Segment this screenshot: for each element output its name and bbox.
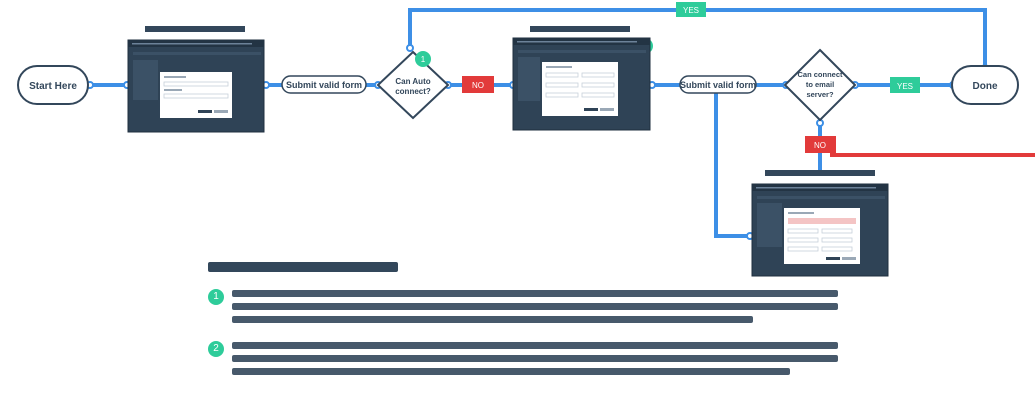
screen-3-caption-bar [765, 170, 875, 176]
decision-1: Can Auto connect? [376, 50, 450, 120]
decision-2-line-1: Can connect [797, 70, 843, 79]
decision-2-line-2: to email [806, 80, 834, 89]
legend-badge-2: 2 [208, 341, 224, 357]
label-yes-right: YES [890, 77, 920, 93]
step-badge-1-text: 1 [421, 55, 426, 64]
label-no-down-text: NO [814, 141, 826, 150]
done-node-label: Done [973, 81, 998, 92]
label-no-down: NO [805, 136, 836, 153]
legend-item: 1 [208, 287, 838, 329]
screen-3-modal [784, 208, 860, 264]
connector-yes-top-loop [408, 8, 987, 66]
screen-1-caption-bar [145, 26, 245, 32]
legend-badge-1: 1 [208, 289, 224, 305]
screen-thumbnail-2 [512, 26, 651, 131]
screen-2-caption-bar [530, 26, 630, 32]
legend-title-redacted [208, 262, 398, 272]
screen-3-error-banner [788, 218, 856, 224]
submit-pill-1: Submit valid form [281, 75, 367, 94]
screen-thumbnail-1 [127, 26, 265, 133]
label-yes-right-text: YES [897, 82, 913, 91]
submit-pill-2: Submit valid form [679, 75, 757, 94]
decision-2: Can connect to email server? [783, 48, 857, 122]
label-no-mid-text: NO [472, 81, 484, 90]
step-badge-1: 1 [415, 51, 431, 67]
submit-pill-1-label: Submit valid form [286, 80, 362, 90]
legend-item: 2 [208, 339, 838, 381]
legend: 1 2 [208, 262, 838, 391]
decision-2-line-3: server? [806, 90, 834, 99]
decision-1-line-2: connect? [395, 87, 431, 96]
submit-pill-2-label: Submit valid form [680, 80, 756, 90]
start-node: Start Here [17, 65, 89, 105]
label-yes-top-text: YES [683, 6, 699, 15]
label-no-mid: NO [462, 76, 494, 93]
label-yes-top: YES [676, 2, 706, 17]
legend-text-redacted [232, 287, 838, 329]
done-node: Done [951, 65, 1019, 105]
start-node-label: Start Here [29, 81, 77, 92]
screen-thumbnail-3 [751, 170, 889, 277]
legend-text-redacted [232, 339, 838, 381]
screen-2-modal [542, 62, 618, 116]
dot [406, 44, 414, 52]
connector-submit2-screen3 [714, 90, 752, 238]
decision-1-line-1: Can Auto [395, 77, 430, 86]
